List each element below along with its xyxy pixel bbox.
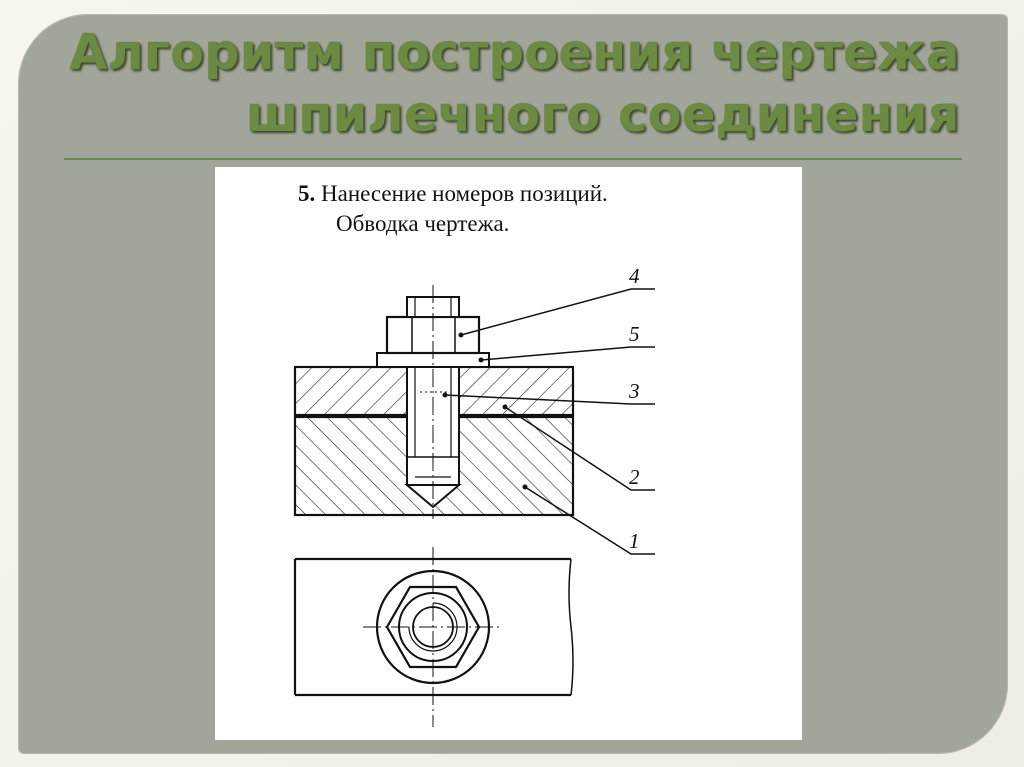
title-line-2: шпилечного соединения — [246, 86, 960, 143]
position-label-5: 5 — [629, 322, 640, 346]
position-label-3: 3 — [628, 379, 640, 403]
leader-lines — [444, 288, 655, 555]
position-label-2: 2 — [629, 465, 640, 489]
position-label-1: 1 — [629, 529, 640, 553]
position-label-4: 4 — [629, 264, 640, 288]
title-line-1: Алгоритм построения чертежа — [69, 24, 960, 81]
step-caption: 5. Нанесение номеров позиций. Обводка че… — [298, 179, 778, 239]
slide-title: Алгоритм построения чертежа шпилечного с… — [60, 22, 960, 146]
drawing-figure: 5. Нанесение номеров позиций. Обводка че… — [215, 167, 802, 740]
step-number: 5. — [298, 181, 316, 206]
leader-dots — [442, 332, 528, 490]
plan-view — [293, 547, 574, 727]
title-underline — [64, 158, 962, 160]
step-line-2: Обводка чертежа. — [336, 211, 510, 236]
step-line-1: Нанесение номеров позиций. — [321, 181, 608, 206]
stud-joint-drawing: 4 5 3 2 1 — [293, 264, 655, 727]
